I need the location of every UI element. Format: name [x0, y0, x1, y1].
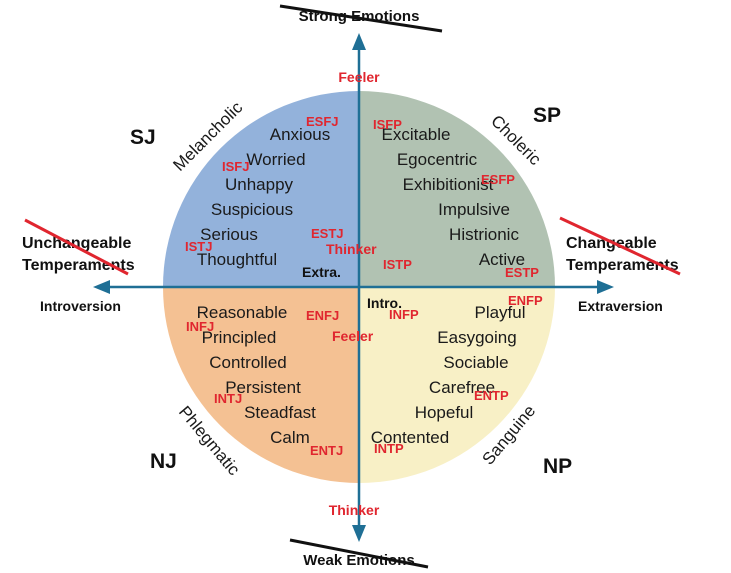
weak-emotions-label: Weak Emotions	[303, 552, 414, 569]
trait-item: Suspicious	[211, 200, 293, 219]
type-label: ISTP	[383, 257, 412, 272]
trait-item: Steadfast	[244, 403, 316, 422]
type-label: INFJ	[186, 319, 214, 334]
trait-item: Controlled	[209, 353, 287, 372]
trait-item: Reasonable	[197, 303, 288, 322]
trait-item: Persistent	[225, 378, 301, 397]
type-label: ISTJ	[185, 239, 212, 254]
melancholic-traits: Anxious Worried Unhappy Suspicious Serio…	[197, 125, 330, 269]
type-label: INTJ	[214, 391, 242, 406]
strike-line-bottom	[289, 538, 429, 569]
strike-line-left	[24, 218, 129, 276]
intro-label: Intro.	[367, 295, 402, 311]
arrow-left-icon	[93, 280, 110, 294]
trait-item: Contented	[371, 428, 449, 447]
axes	[93, 33, 614, 542]
trait-item: Easygoing	[437, 328, 516, 347]
trait-item: Active	[479, 250, 525, 269]
arrow-up-icon	[352, 33, 366, 50]
type-label: ENFJ	[306, 308, 339, 323]
np-label: NP	[543, 455, 572, 478]
trait-item: Hopeful	[415, 403, 474, 422]
feeler-center-label: Feeler	[332, 328, 374, 344]
type-label: ISFP	[373, 117, 402, 132]
temperaments-left-label: Temperaments	[22, 257, 135, 274]
arrow-right-icon	[597, 280, 614, 294]
introversion-label: Introversion	[40, 298, 121, 314]
trait-item: Egocentric	[397, 150, 478, 169]
trait-item: Histrionic	[449, 225, 519, 244]
extraversion-label: Extraversion	[578, 298, 663, 314]
strike-line-right	[559, 216, 681, 276]
feeler-top-label: Feeler	[338, 69, 380, 85]
sanguine-traits: Playful Easygoing Sociable Carefree Hope…	[371, 303, 526, 447]
type-label: ENTJ	[310, 443, 343, 458]
type-label: INTP	[374, 441, 404, 456]
type-label: ESTP	[505, 265, 539, 280]
trait-item: Exhibitionist	[403, 175, 494, 194]
trait-item: Worried	[246, 150, 305, 169]
type-label: ISFJ	[222, 159, 249, 174]
type-label: ESFP	[481, 172, 515, 187]
thinker-bottom-label: Thinker	[329, 502, 380, 518]
extra-label: Extra.	[302, 264, 341, 280]
type-label: ESTJ	[311, 226, 344, 241]
trait-item: Sociable	[443, 353, 508, 372]
trait-item: Thoughtful	[197, 250, 277, 269]
trait-item: Impulsive	[438, 200, 510, 219]
trait-item: Serious	[200, 225, 258, 244]
type-label: INFP	[389, 307, 419, 322]
thinker-center-label: Thinker	[326, 241, 377, 257]
mbti-types: ESFJ ISFJ ISTJ ESTJ ISFP ESFP ISTP ESTP …	[185, 114, 543, 458]
phlegmatic-traits: Reasonable Principled Controlled Persist…	[197, 303, 317, 447]
trait-item: Excitable	[382, 125, 451, 144]
trait-item: Principled	[202, 328, 277, 347]
trait-item: Anxious	[270, 125, 330, 144]
sj-label: SJ	[130, 126, 156, 149]
trait-item: Calm	[270, 428, 310, 447]
strike-line-top	[279, 4, 443, 33]
trait-item: Unhappy	[225, 175, 294, 194]
trait-item: Playful	[474, 303, 525, 322]
sp-label: SP	[533, 104, 561, 127]
type-label: ENFP	[508, 293, 543, 308]
nj-label: NJ	[150, 450, 177, 473]
type-label: ENTP	[474, 388, 509, 403]
arrow-down-icon	[352, 525, 366, 542]
unchangeable-label: Unchangeable	[22, 235, 131, 252]
choleric-traits: Excitable Egocentric Exhibitionist Impul…	[382, 125, 526, 269]
trait-item: Carefree	[429, 378, 495, 397]
type-label: ESFJ	[306, 114, 339, 129]
